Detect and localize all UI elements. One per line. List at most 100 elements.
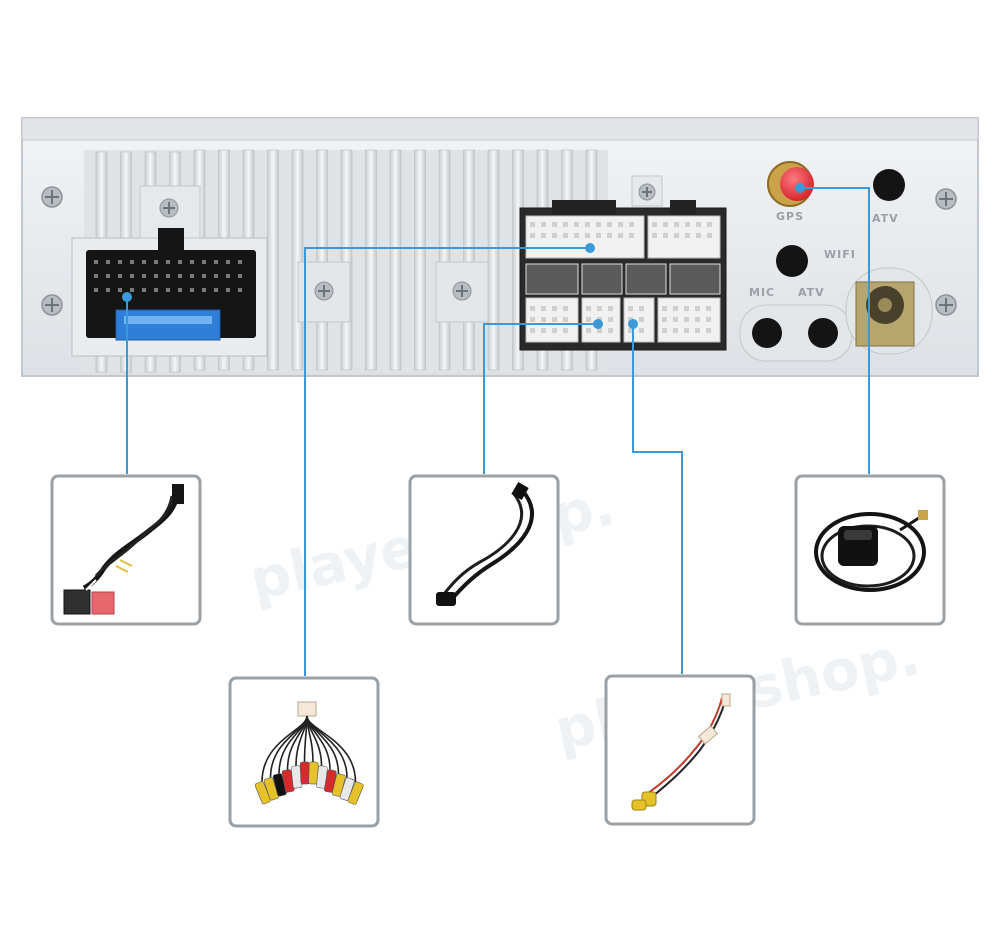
connector-pin (662, 317, 667, 322)
iso-power-connector (71, 185, 268, 357)
connector-pin (695, 306, 700, 311)
connector-pin (530, 233, 535, 238)
corner-screw (935, 188, 957, 210)
connector-pin (214, 288, 218, 292)
iso-harness-cable-icon (63, 484, 184, 615)
connector-pin (597, 306, 602, 311)
connector-pin (696, 222, 701, 227)
heat-sink-fin (389, 149, 402, 371)
connector-pin (130, 274, 134, 278)
mic-jack (752, 318, 782, 348)
connector-pin (118, 274, 122, 278)
connector-pin (597, 328, 602, 333)
connector-pin (706, 317, 711, 322)
atv-port-label-bottom: ATV (798, 286, 825, 299)
connector-pin (541, 222, 546, 227)
connector-pin (607, 222, 612, 227)
connector-pin (684, 328, 689, 333)
connector-pin (586, 328, 591, 333)
connector-pin (695, 317, 700, 322)
corner-screw (41, 294, 63, 316)
connector-pin (552, 328, 557, 333)
connector-pin (541, 306, 546, 311)
connector-pin (707, 222, 712, 227)
heat-sink-fin (340, 149, 353, 371)
connector-pin (541, 317, 546, 322)
connector-pin (608, 317, 613, 322)
connector-pin (673, 317, 678, 322)
connector-pin (585, 233, 590, 238)
connector-pin (673, 328, 678, 333)
connector-pin (238, 260, 242, 264)
connector-pin (652, 233, 657, 238)
connector-pin (706, 306, 711, 311)
accessory-frame-gps-antenna (794, 474, 946, 626)
connector-pin (530, 222, 535, 227)
connector-pin (552, 317, 557, 322)
connector-pin (684, 306, 689, 311)
connector-pin (202, 260, 206, 264)
connector-pin (628, 328, 633, 333)
rca-plug (339, 777, 355, 801)
connector-pin (574, 222, 579, 227)
connector-pin (685, 233, 690, 238)
connector-pin (118, 288, 122, 292)
leader-line-usb (483, 323, 598, 474)
connector-pin (639, 306, 644, 311)
head-unit-rear-panel: GPS ATV WIFI MIC ATV (21, 117, 979, 377)
gps-port-label: GPS (776, 210, 804, 223)
connector-pin (574, 233, 579, 238)
atv-jack (808, 318, 838, 348)
accessory-frame-power-harness (50, 474, 202, 626)
connector-pin (530, 328, 535, 333)
leader-lines (126, 187, 870, 676)
connector-pin (118, 260, 122, 264)
leader-line-rca (304, 247, 590, 676)
connector-pin (166, 288, 170, 292)
connector-pin (530, 306, 535, 311)
connector-pin (552, 233, 557, 238)
connector-pin (166, 260, 170, 264)
heat-sink-fin (414, 149, 426, 371)
heat-sink-fin (463, 149, 475, 371)
connector-pin (238, 288, 242, 292)
accessory-frame-camera-cable (604, 674, 756, 826)
connector-pin (226, 274, 230, 278)
connector-pin (106, 274, 110, 278)
heat-sink-fin (267, 149, 279, 371)
connector-pin (563, 233, 568, 238)
connector-pin (618, 222, 623, 227)
connector-pin (154, 274, 158, 278)
gps-antenna-icon (814, 510, 928, 592)
connector-pin (178, 288, 182, 292)
connector-pin (674, 233, 679, 238)
connector-pin (154, 288, 158, 292)
connector-pin (608, 328, 613, 333)
connector-pin (166, 274, 170, 278)
connector-pin (202, 274, 206, 278)
heat-sink-fin (438, 149, 451, 371)
rca-plug (347, 781, 364, 805)
connector-pin (585, 222, 590, 227)
heat-sink-fin (365, 149, 377, 371)
connector-pin (178, 274, 182, 278)
connector-pin (154, 260, 158, 264)
connector-pin (706, 328, 711, 333)
atv-antenna-port (873, 169, 905, 201)
connector-pin (696, 233, 701, 238)
connector-pin (639, 317, 644, 322)
connector-pin (684, 317, 689, 322)
connector-pin (552, 306, 557, 311)
connector-pin (563, 222, 568, 227)
connector-pin (190, 260, 194, 264)
radio-antenna-port (845, 267, 933, 355)
connector-pin (130, 260, 134, 264)
connector-pin (629, 222, 634, 227)
connector-pin (628, 306, 633, 311)
rca-av-cable-icon (254, 701, 364, 805)
connector-pin (226, 288, 230, 292)
connector-pin (674, 222, 679, 227)
rear-camera-cable-icon (631, 693, 731, 811)
connector-pin (94, 274, 98, 278)
connector-pin (662, 306, 667, 311)
